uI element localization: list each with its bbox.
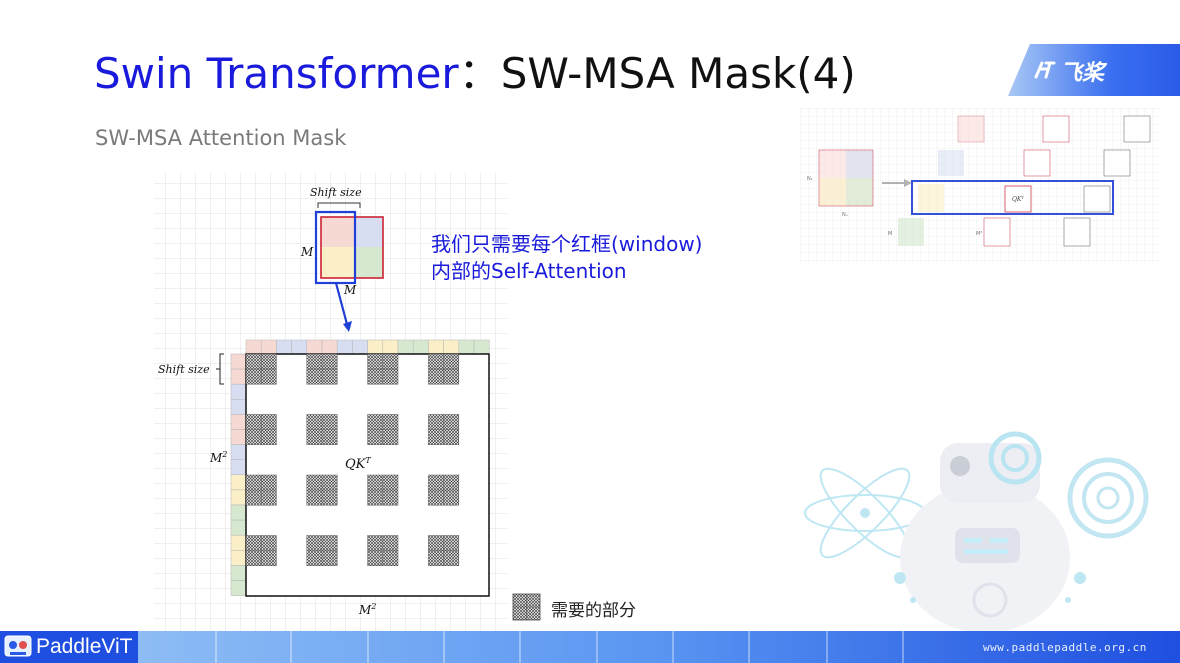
window-arrow xyxy=(334,282,350,329)
top-strip-cell xyxy=(443,339,460,355)
window-m-bottom-label: M xyxy=(343,283,357,297)
left-strip-cell xyxy=(230,504,247,521)
footer-url[interactable]: www.paddlepaddle.org.cn xyxy=(983,641,1147,654)
top-strip-cell xyxy=(352,339,368,355)
slide-subtitle: SW-MSA Attention Mask xyxy=(95,126,347,150)
thumbnail-m2-label: M² xyxy=(976,231,982,237)
left-strip-cell xyxy=(230,444,247,460)
brand-logo-text: 飞桨 xyxy=(1060,61,1105,86)
top-strip-cell xyxy=(428,339,444,355)
window-arrow-head xyxy=(343,321,352,332)
top-strip-cell xyxy=(276,339,292,355)
left-strip-cell xyxy=(230,474,247,491)
left-strip-cell xyxy=(230,383,247,400)
paddlevit-logo-icon xyxy=(4,635,32,657)
needed-block-divider xyxy=(306,475,338,506)
title-separator: ： xyxy=(458,49,501,98)
brand-banner xyxy=(1008,44,1180,96)
needed-block-divider xyxy=(246,475,277,506)
thumbnail-nk-label: Nₖ xyxy=(807,176,813,182)
window-m-left-label: M xyxy=(300,245,314,259)
needed-block-divider xyxy=(246,535,277,566)
left-strip-cell xyxy=(230,580,247,596)
robot-decoration xyxy=(804,431,1149,631)
needed-block-divider xyxy=(246,354,277,385)
legend-hatch-swatch xyxy=(512,593,541,621)
left-strip-cell xyxy=(230,550,247,566)
top-strip-cell xyxy=(382,339,399,355)
top-strip-cell xyxy=(321,339,338,355)
needed-block-divider xyxy=(367,354,398,385)
top-strip-cell xyxy=(306,339,323,355)
mask-thumbnail: QKᵀ Nₖ Nᵤ M M² xyxy=(800,108,1160,262)
sw-msa-mask-diagram: Shift size M M Shift size M2 QKT M2 xyxy=(154,172,508,631)
needed-block-divider xyxy=(428,414,459,445)
left-strip-cell xyxy=(230,489,247,506)
thumbnail-m-label: M xyxy=(888,231,892,237)
m2-bottom-label: M2 xyxy=(358,602,376,617)
paddle-logo-icon xyxy=(1034,61,1056,79)
top-strip-cell xyxy=(291,339,308,355)
needed-block-divider xyxy=(428,475,459,506)
top-strip-cell xyxy=(245,339,262,355)
left-color-strip xyxy=(230,353,247,596)
left-strip-cell xyxy=(230,565,247,581)
qkt-label: QKT xyxy=(345,456,371,472)
window-note-line1: 我们只需要每个红框(window) xyxy=(431,232,703,256)
needed-block-divider xyxy=(306,354,338,385)
top-strip-cell xyxy=(458,339,475,355)
top-strip-cell xyxy=(260,339,277,355)
needed-block-divider xyxy=(306,535,338,566)
title-rest: SW-MSA Mask(4) xyxy=(500,49,856,98)
left-strip-cell xyxy=(230,534,247,551)
shift-size-top-label: Shift size xyxy=(310,186,362,199)
footer-brand: PaddleViT xyxy=(36,635,133,658)
top-strip-cell xyxy=(397,339,414,355)
needed-block-divider xyxy=(428,354,459,385)
left-strip-cell xyxy=(230,459,247,476)
left-strip-cell xyxy=(230,368,247,385)
m2-left-label: M2 xyxy=(209,450,227,465)
top-color-strip xyxy=(245,339,490,355)
needed-block-divider xyxy=(367,475,398,506)
top-strip-cell xyxy=(336,339,353,355)
window-note-line2: 内部的Self-Attention xyxy=(431,259,627,283)
left-strip-cell xyxy=(230,429,247,445)
top-strip-cell xyxy=(412,339,429,355)
needed-block-divider xyxy=(306,414,338,445)
left-strip-cell xyxy=(230,519,247,536)
slide-title: Swin Transformer：SW-MSA Mask(4) xyxy=(94,48,856,100)
window-illustration: Shift size M M xyxy=(300,186,384,332)
footer-bar xyxy=(0,631,1180,663)
needed-blocks xyxy=(245,353,460,566)
left-strip-cell xyxy=(230,399,247,415)
needed-block-divider xyxy=(428,535,459,566)
window-note: 我们只需要每个红框(window) 内部的Self-Attention xyxy=(431,231,702,285)
red-window-frame xyxy=(320,216,384,279)
needed-block-divider xyxy=(367,535,398,566)
shifted-window-frame xyxy=(314,210,357,285)
left-strip-cell xyxy=(230,414,247,430)
needed-block-divider xyxy=(367,414,398,445)
shift-size-left-label: Shift size xyxy=(158,363,210,376)
needed-block-divider xyxy=(246,414,277,445)
legend-label: 需要的部分 xyxy=(551,601,636,621)
left-strip-cell xyxy=(230,353,247,370)
title-main: Swin Transformer xyxy=(94,49,459,98)
thumbnail-nw-label: Nᵤ xyxy=(842,212,848,218)
top-strip-cell xyxy=(367,339,384,355)
top-strip-cell xyxy=(473,339,490,355)
thumbnail-qkt-label: QKᵀ xyxy=(1012,196,1024,203)
